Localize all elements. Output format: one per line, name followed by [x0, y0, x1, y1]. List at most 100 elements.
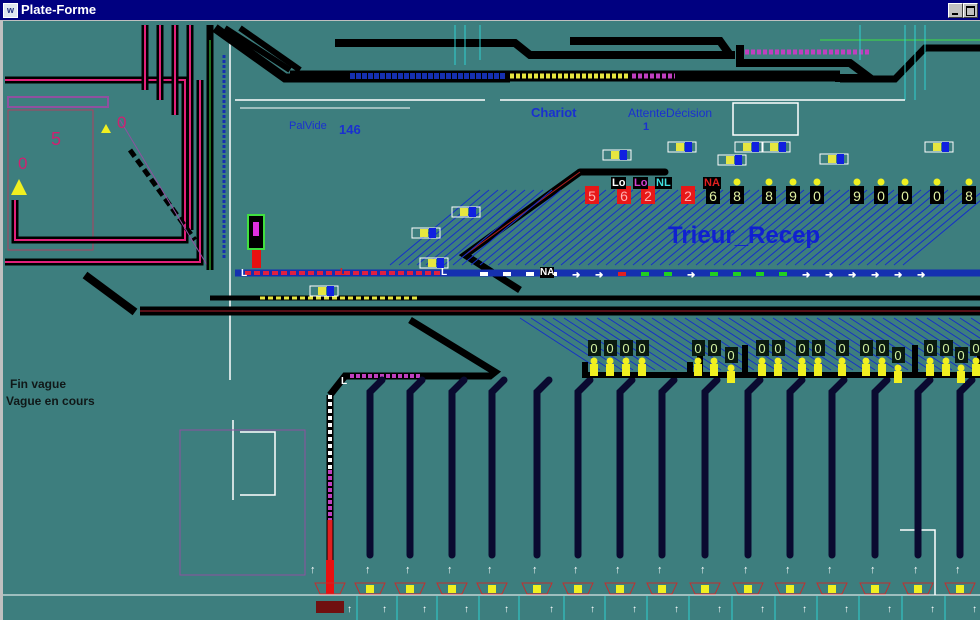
station-frame — [394, 582, 426, 595]
chute[interactable] — [744, 376, 764, 559]
l-marker: L — [341, 376, 348, 387]
chute-counter-box[interactable] — [955, 347, 968, 363]
cart-load — [770, 143, 778, 151]
counter-box[interactable] — [962, 186, 976, 204]
operator-icon — [926, 357, 934, 365]
chute-counter-box[interactable] — [620, 340, 633, 356]
station-pallet[interactable] — [406, 585, 414, 593]
chute-counter-box[interactable] — [876, 340, 889, 356]
cart[interactable] — [734, 141, 764, 153]
station-pallet[interactable] — [786, 585, 794, 593]
chute-counter-box[interactable] — [970, 340, 980, 356]
cart[interactable] — [309, 285, 339, 297]
chute[interactable] — [828, 376, 848, 559]
cart[interactable] — [602, 149, 632, 161]
counter-box[interactable] — [681, 186, 695, 204]
chute-counter-box[interactable] — [636, 340, 649, 356]
chute-counter-box[interactable] — [796, 340, 809, 356]
station-pallet[interactable] — [914, 585, 922, 593]
cart[interactable] — [924, 141, 954, 153]
hatch-line — [959, 317, 980, 332]
counter-box[interactable] — [786, 186, 800, 204]
cart[interactable] — [451, 206, 481, 218]
station-pallet[interactable] — [658, 585, 666, 593]
counter-box[interactable] — [898, 186, 912, 204]
chute-counter-box[interactable] — [940, 340, 953, 356]
chute[interactable] — [488, 376, 508, 559]
station-pallet[interactable] — [744, 585, 752, 593]
title-bar[interactable]: w Plate-Forme — [0, 0, 980, 20]
station-pallet[interactable] — [448, 585, 456, 593]
station-pallet[interactable] — [488, 585, 496, 593]
chute-counter-box[interactable] — [860, 340, 873, 356]
status-light — [901, 178, 909, 186]
counter-box[interactable] — [585, 186, 599, 204]
arrow-up-icon: ↑ — [913, 564, 919, 576]
operator-icon — [878, 364, 886, 376]
counter-box[interactable] — [617, 186, 631, 204]
chariot-label[interactable]: Chariot — [531, 105, 577, 120]
chute-counter-box[interactable] — [772, 340, 785, 356]
trolley[interactable] — [316, 601, 344, 613]
chute[interactable] — [616, 376, 636, 559]
vertical-feeder — [206, 25, 234, 500]
chute-counter-box[interactable] — [692, 340, 705, 356]
chute[interactable] — [574, 376, 594, 559]
chute[interactable] — [406, 376, 426, 559]
chute-counter-box[interactable] — [924, 340, 937, 356]
cart[interactable] — [411, 227, 441, 239]
chute[interactable] — [914, 376, 934, 559]
station-pallet[interactable] — [616, 585, 624, 593]
cart[interactable] — [819, 153, 849, 165]
chute[interactable] — [533, 376, 553, 559]
counter-box[interactable] — [641, 186, 655, 204]
operator-icon — [798, 357, 806, 365]
station-frame — [476, 582, 508, 595]
chute-counter-value: 0 — [862, 341, 869, 356]
cart[interactable] — [667, 141, 697, 153]
station-pallet[interactable] — [828, 585, 836, 593]
station-frame — [521, 582, 553, 595]
arrow-right-icon: ➜ — [917, 270, 925, 281]
chute-counter-box[interactable] — [604, 340, 617, 356]
counter-box[interactable] — [762, 186, 776, 204]
chute-counter-box[interactable] — [725, 347, 738, 363]
station-pallet[interactable] — [533, 585, 541, 593]
cart[interactable] — [761, 141, 791, 153]
station-pallet[interactable] — [871, 585, 879, 593]
chute[interactable] — [448, 376, 468, 559]
chute[interactable] — [658, 376, 678, 559]
cart[interactable] — [717, 154, 747, 166]
chute[interactable] — [871, 376, 891, 559]
counter-box[interactable] — [730, 186, 744, 204]
arrow-up-icon: ↑ — [310, 564, 316, 576]
counter-box[interactable] — [706, 186, 720, 204]
arrow-up-icon: ↑ — [785, 564, 791, 576]
minimize-button[interactable] — [948, 3, 963, 18]
station-pallet[interactable] — [574, 585, 582, 593]
station-pallet[interactable] — [701, 585, 709, 593]
chute-counter-box[interactable] — [756, 340, 769, 356]
counter-box[interactable] — [850, 186, 864, 204]
cart-load — [726, 156, 734, 164]
status-light — [877, 178, 885, 186]
counter-box[interactable] — [930, 186, 944, 204]
counter-box[interactable] — [874, 186, 888, 204]
chute[interactable] — [701, 376, 721, 559]
station-pallet[interactable] — [956, 585, 964, 593]
counter-box[interactable] — [810, 186, 824, 204]
chute-counter-box[interactable] — [812, 340, 825, 356]
cart[interactable] — [419, 257, 449, 269]
chute-counter-box[interactable] — [708, 340, 721, 356]
chute-counter-box[interactable] — [836, 340, 849, 356]
maximize-button[interactable] — [963, 3, 978, 18]
station-frame — [689, 582, 721, 595]
chute-counter-box[interactable] — [892, 347, 905, 363]
chute[interactable] — [366, 376, 386, 559]
sorter-cell — [641, 272, 649, 276]
chute[interactable] — [956, 376, 976, 559]
chute[interactable] — [786, 376, 806, 559]
chute-counter-box[interactable] — [588, 340, 601, 356]
station-pallet[interactable] — [366, 585, 374, 593]
